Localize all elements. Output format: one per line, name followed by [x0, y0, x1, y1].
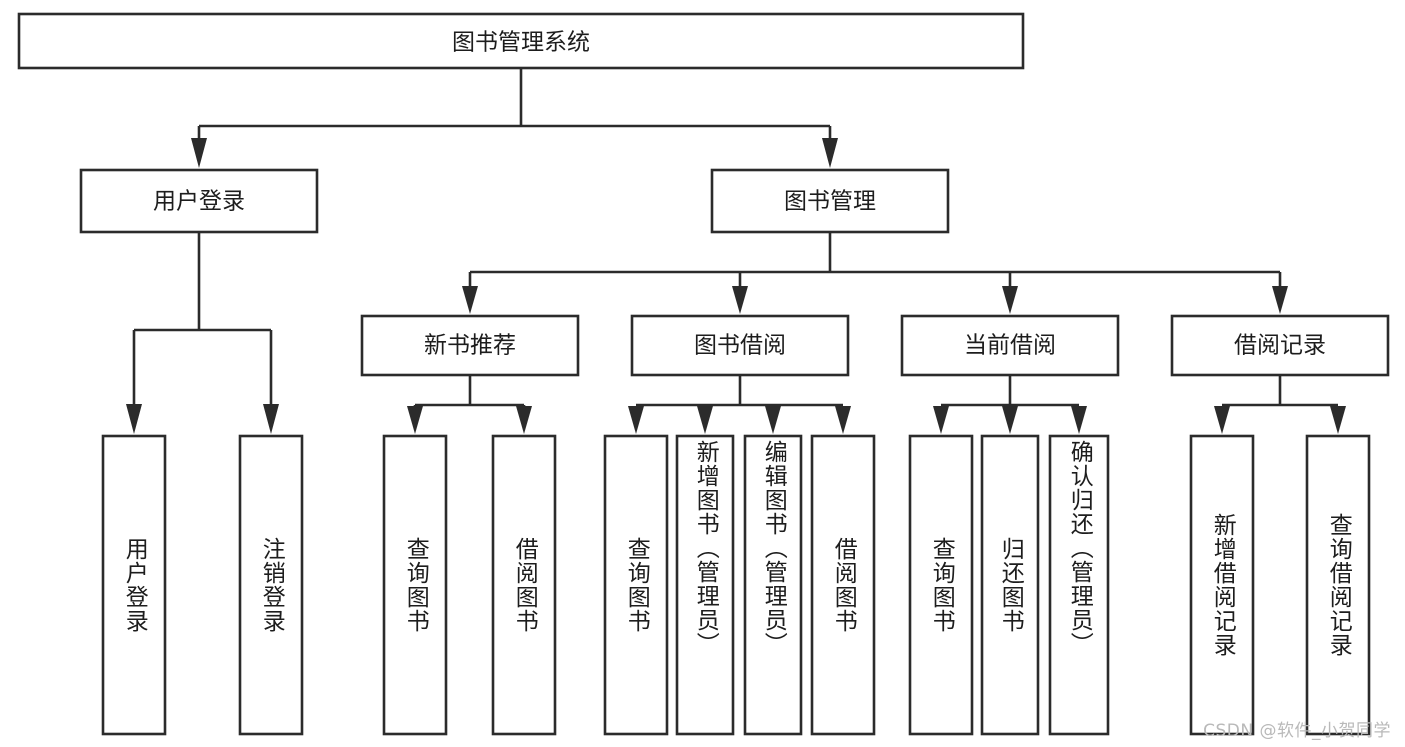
connector-borrow-to-leaves [628, 375, 851, 434]
connector-record-to-leaves [1214, 375, 1346, 434]
node-borrow[interactable]: 图书借阅 [630, 314, 850, 377]
arrow-to-leaf-return-book [1002, 406, 1018, 434]
node-book-manage-box[interactable] [710, 168, 950, 234]
connector-current-to-leaves [933, 375, 1087, 434]
node-root[interactable]: 图书管理系统 [17, 12, 1025, 70]
leaf-query-record-box[interactable] [1305, 434, 1371, 736]
node-root-label: 图书管理系统 [452, 30, 590, 56]
node-user-login-label: 用户登录 [153, 189, 245, 215]
arrow-to-leaf-query-record [1330, 406, 1346, 434]
connector-newbook-to-leaves [407, 375, 532, 434]
leaf-query-book-c-box[interactable] [908, 434, 974, 736]
arrow-to-leaf-confirm-return [1071, 406, 1087, 434]
node-new-book-box[interactable] [360, 314, 580, 377]
arrow-to-new-book [462, 286, 478, 314]
node-borrow-label: 图书借阅 [694, 333, 786, 359]
arrow-root-to-book-manage [822, 138, 838, 168]
arrow-to-leaf-add-book [697, 406, 713, 434]
leaf-boxes [101, 434, 1371, 736]
leaf-add-record-box[interactable] [1189, 434, 1255, 736]
node-new-book-label: 新书推荐 [424, 333, 516, 359]
node-current-borrow[interactable]: 当前借阅 [900, 314, 1120, 377]
connector-root-to-level2 [191, 68, 838, 168]
node-borrow-box[interactable] [630, 314, 850, 377]
leaf-add-book-box[interactable] [675, 434, 735, 736]
leaf-return-book-box[interactable] [980, 434, 1040, 736]
leaf-borrow-book-a-box[interactable] [491, 434, 557, 736]
leaf-confirm-return-box[interactable] [1048, 434, 1110, 736]
arrow-to-borrow [732, 286, 748, 314]
arrow-to-leaf-borrow-book-a [516, 406, 532, 434]
leaf-query-book-a-box[interactable] [382, 434, 448, 736]
leaf-borrow-book-b-box[interactable] [810, 434, 876, 736]
connector-userlogin-to-leaves [126, 232, 279, 434]
node-user-login-box[interactable] [79, 168, 319, 234]
arrow-to-current [1002, 286, 1018, 314]
node-borrow-record-label: 借阅记录 [1234, 333, 1326, 359]
node-borrow-record-box[interactable] [1170, 314, 1390, 377]
arrow-root-to-user-login [191, 138, 207, 168]
arrow-to-leaf-query-book-a [407, 406, 423, 434]
node-user-login[interactable]: 用户登录 [79, 168, 319, 234]
leaf-query-book-b-box[interactable] [603, 434, 669, 736]
leaf-logout-box[interactable] [238, 434, 304, 736]
node-root-box[interactable] [17, 12, 1025, 70]
leaf-user-login-box[interactable] [101, 434, 167, 736]
arrow-to-leaf-edit-book [765, 406, 781, 434]
node-book-manage[interactable]: 图书管理 [710, 168, 950, 234]
arrow-to-leaf-user-login [126, 404, 142, 434]
node-new-book[interactable]: 新书推荐 [360, 314, 580, 377]
node-borrow-record[interactable]: 借阅记录 [1170, 314, 1390, 377]
arrow-to-leaf-logout [263, 404, 279, 434]
leaf-edit-book-box[interactable] [743, 434, 803, 736]
csdn-watermark: CSDN @软件_小贺同学 [1203, 721, 1391, 741]
node-book-manage-label: 图书管理 [784, 189, 876, 215]
arrow-to-record [1272, 286, 1288, 314]
connector-bookmanage-to-level3 [462, 232, 1288, 314]
arrow-to-leaf-add-record [1214, 406, 1230, 434]
arrow-to-leaf-borrow-book-b [835, 406, 851, 434]
node-current-borrow-box[interactable] [900, 314, 1120, 377]
node-current-borrow-label: 当前借阅 [964, 333, 1056, 359]
arrow-to-leaf-query-book-c [933, 406, 949, 434]
arrow-to-leaf-query-book-b [628, 406, 644, 434]
